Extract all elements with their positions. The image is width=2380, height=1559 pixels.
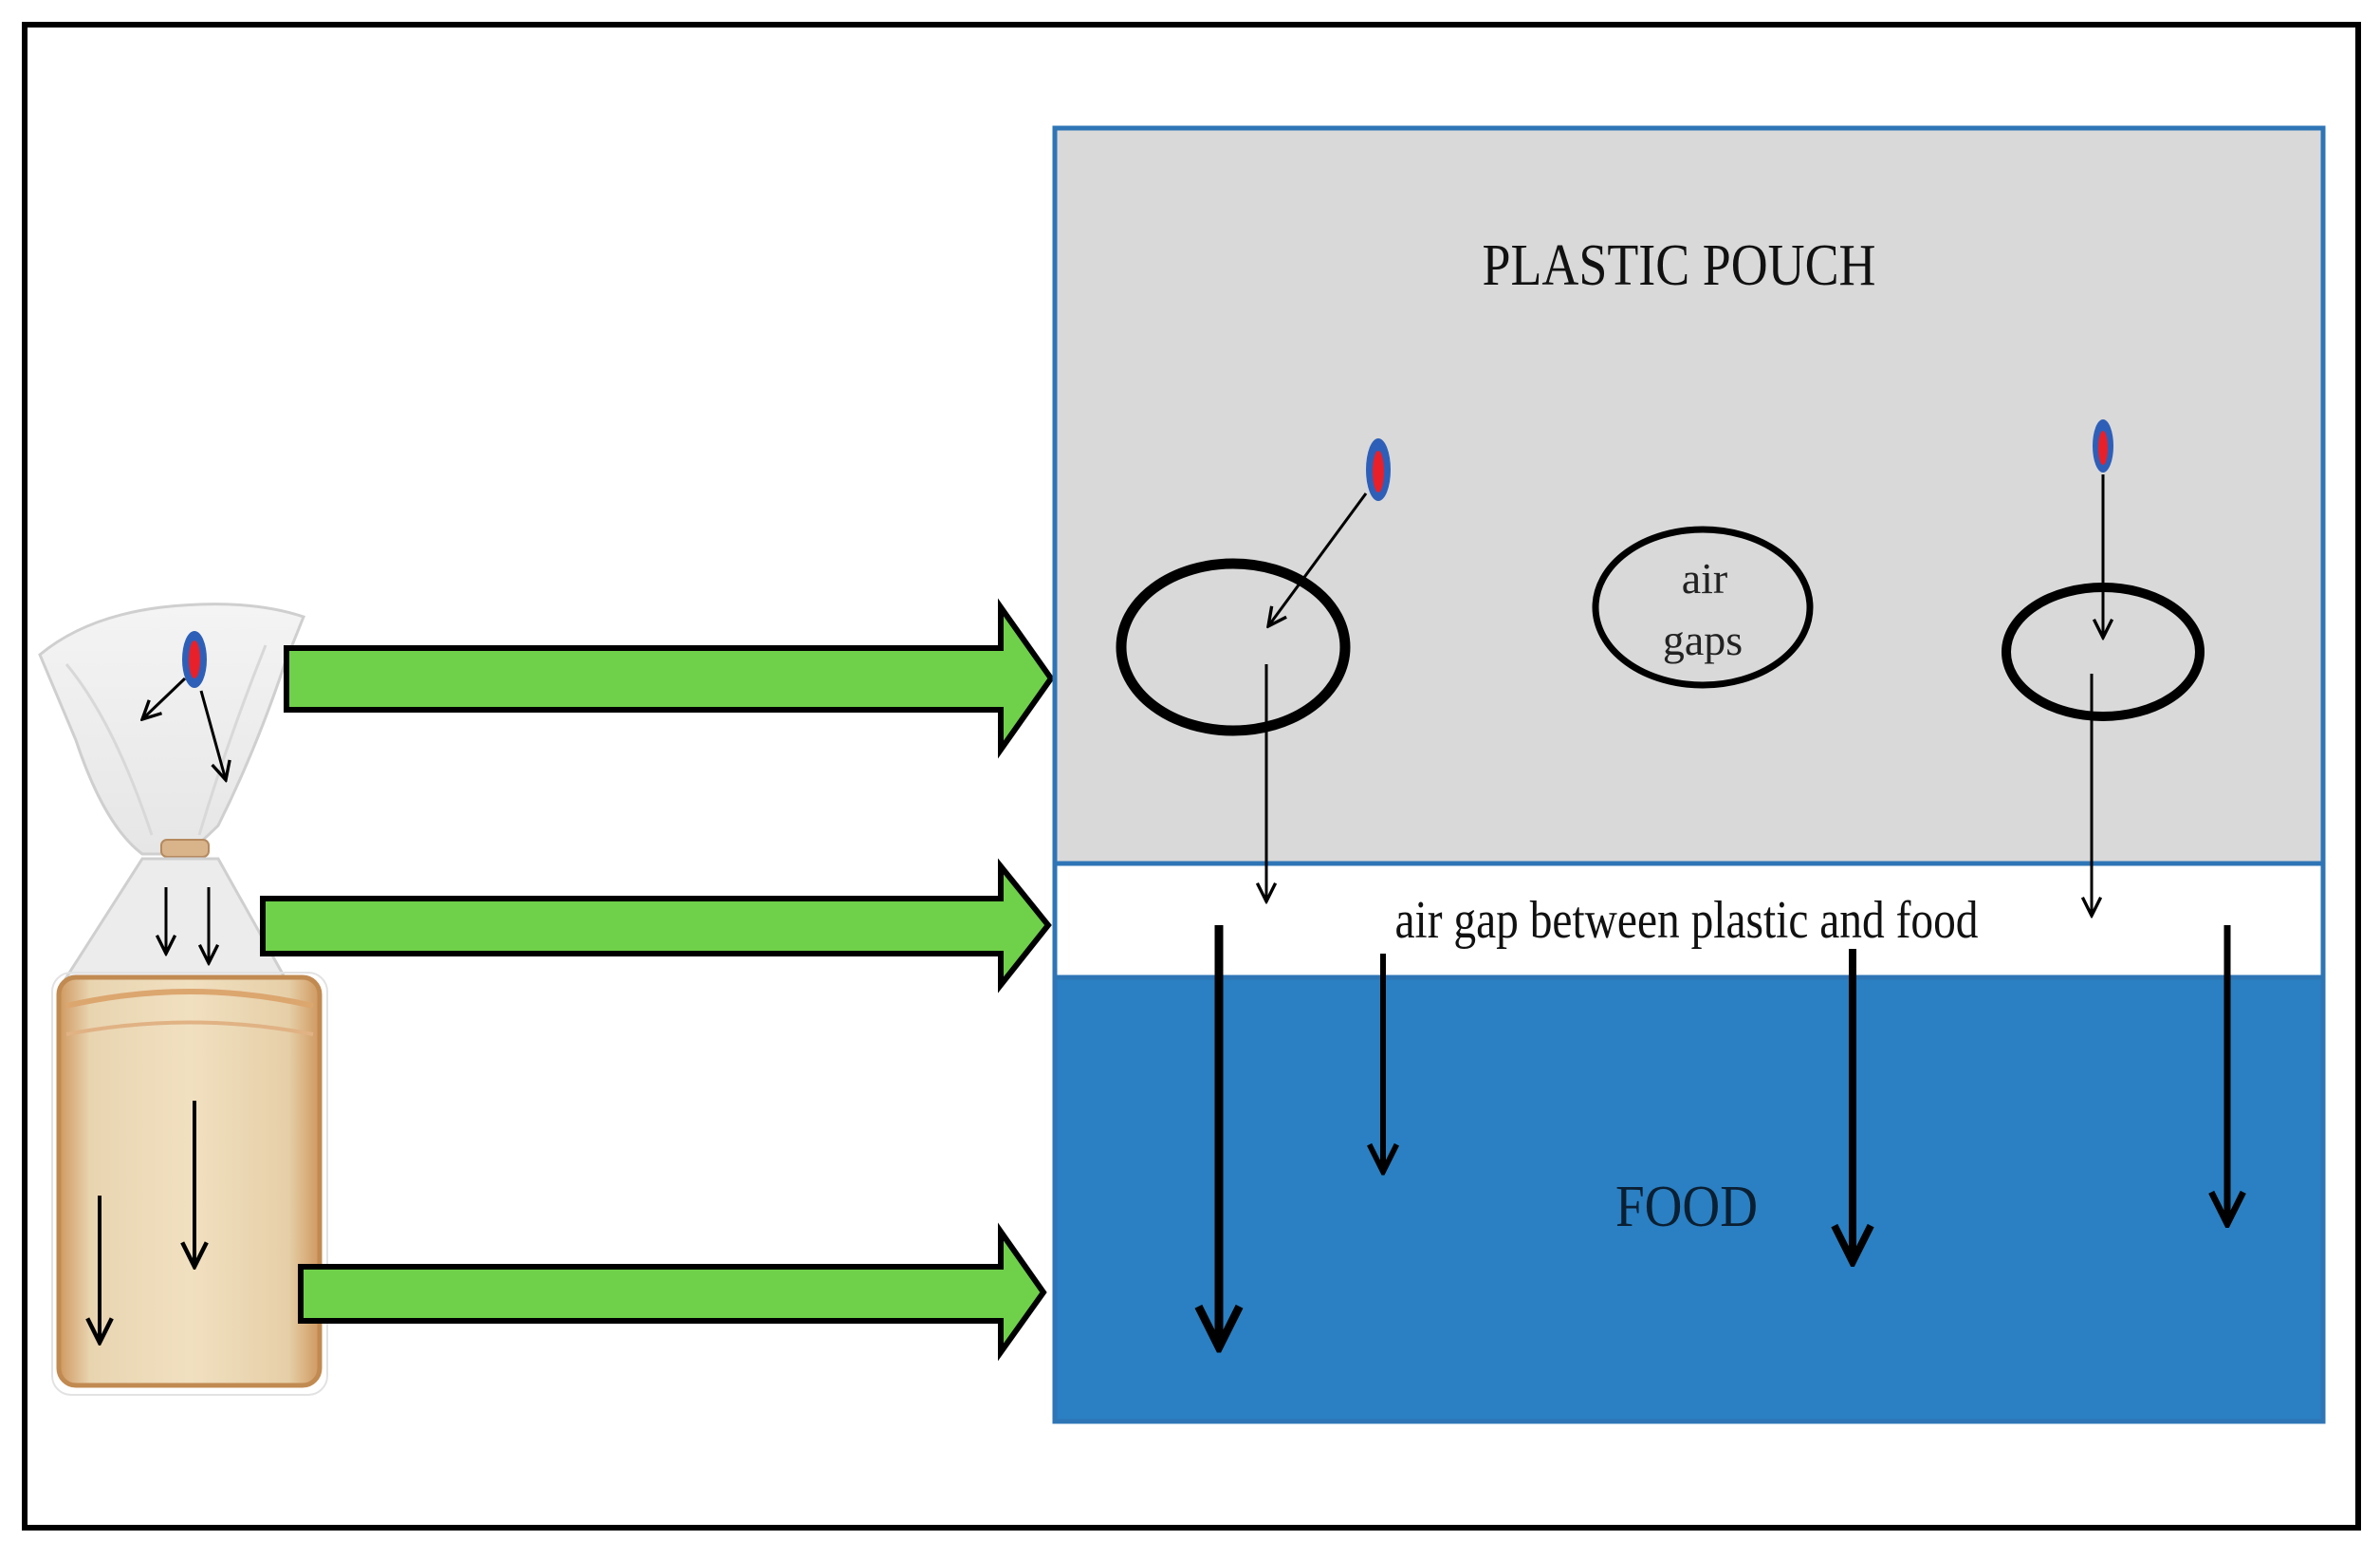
plastic-pouch-label: PLASTIC POUCH — [1483, 233, 1876, 298]
air-gap-band-label: air gap between plastic and food — [1395, 891, 1979, 950]
air-gaps-label-line2: gaps — [1663, 616, 1743, 664]
air-gap-circle-left — [1116, 558, 1351, 736]
food-layer — [1052, 974, 2326, 1424]
air-gaps-label-line1: air — [1682, 554, 1728, 603]
green-arrow-food — [298, 1222, 1047, 1362]
green-arrow-air-gap — [260, 858, 1052, 993]
bread-bag-image — [38, 603, 328, 1396]
bag-arrow — [199, 690, 226, 780]
bag-particle-icon — [182, 631, 207, 688]
bag-arrow — [142, 677, 187, 719]
pouch-particle-left-icon — [1366, 438, 1391, 501]
air-gap-circle-middle — [1592, 526, 1814, 689]
food-label: FOOD — [1615, 1175, 1758, 1239]
pouch-particle-right-icon — [2093, 419, 2113, 473]
green-arrow-pouch — [284, 598, 1055, 759]
migration-arrow — [1268, 492, 1368, 626]
